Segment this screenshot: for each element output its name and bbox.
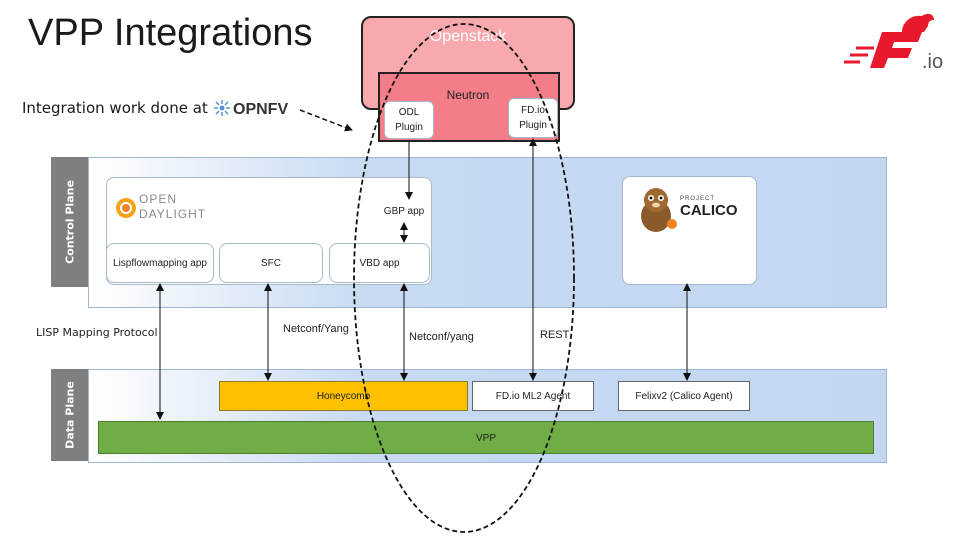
opnfv-logo: OPNFV <box>212 97 296 119</box>
lisp-mapping-protocol-label: LISP Mapping Protocol <box>36 326 158 339</box>
vbd-app-box: VBD app <box>329 243 430 283</box>
calico-logo-line2: CALICO <box>680 202 738 219</box>
fdio-suffix: .io <box>922 51 943 72</box>
fdio-speed-lines-icon <box>844 46 874 64</box>
openstack-label: Openstack <box>429 28 507 45</box>
opnfv-logo-text: OPNFV <box>233 101 288 118</box>
calico-logo: PROJECT CALICO <box>632 182 744 238</box>
felixv2-box: Felixv2 (Calico Agent) <box>618 381 750 411</box>
lispflowmapping-app-box: Lispflowmapping app <box>106 243 214 283</box>
netconf-yang-label-1: Netconf/Yang <box>283 323 349 335</box>
highlight-dashed-ellipse <box>353 23 575 533</box>
calico-logo-line1: PROJECT <box>680 196 716 202</box>
fdio-logo: .io <box>842 10 952 73</box>
opendaylight-flower-icon <box>116 198 136 218</box>
fdio-f-mark-icon <box>870 32 922 68</box>
honeycomb-box: Honeycomb <box>219 381 468 411</box>
page-title: VPP Integrations <box>28 12 313 54</box>
rest-label: REST <box>540 329 570 341</box>
opnfv-star-icon <box>214 100 230 116</box>
opendaylight-logo-line1: OPEN <box>139 192 178 206</box>
sfc-box: SFC <box>219 243 323 283</box>
opnfv-pointer-arrow <box>299 109 353 132</box>
calico-mascot-icon <box>641 188 677 232</box>
control-plane-band: Control Plane <box>51 157 88 287</box>
opendaylight-logo-line2: DAYLIGHT <box>139 207 207 221</box>
odl-plugin-box: ODL Plugin <box>384 101 434 139</box>
netconf-yang-label-2: Netconf/yang <box>409 331 474 343</box>
integration-text: Integration work done at <box>22 99 208 117</box>
neutron-label: Neutron <box>446 88 490 102</box>
opendaylight-logo <box>113 190 208 226</box>
fdio-ml2-agent-box: FD.io ML2 Agent <box>472 381 594 411</box>
vpp-label: VPP <box>475 432 496 444</box>
data-plane-band: Data Plane <box>51 369 88 461</box>
vpp-box <box>98 421 874 454</box>
gbp-app-box: GBP app <box>383 205 425 217</box>
fdio-ninja-icon <box>902 13 934 32</box>
